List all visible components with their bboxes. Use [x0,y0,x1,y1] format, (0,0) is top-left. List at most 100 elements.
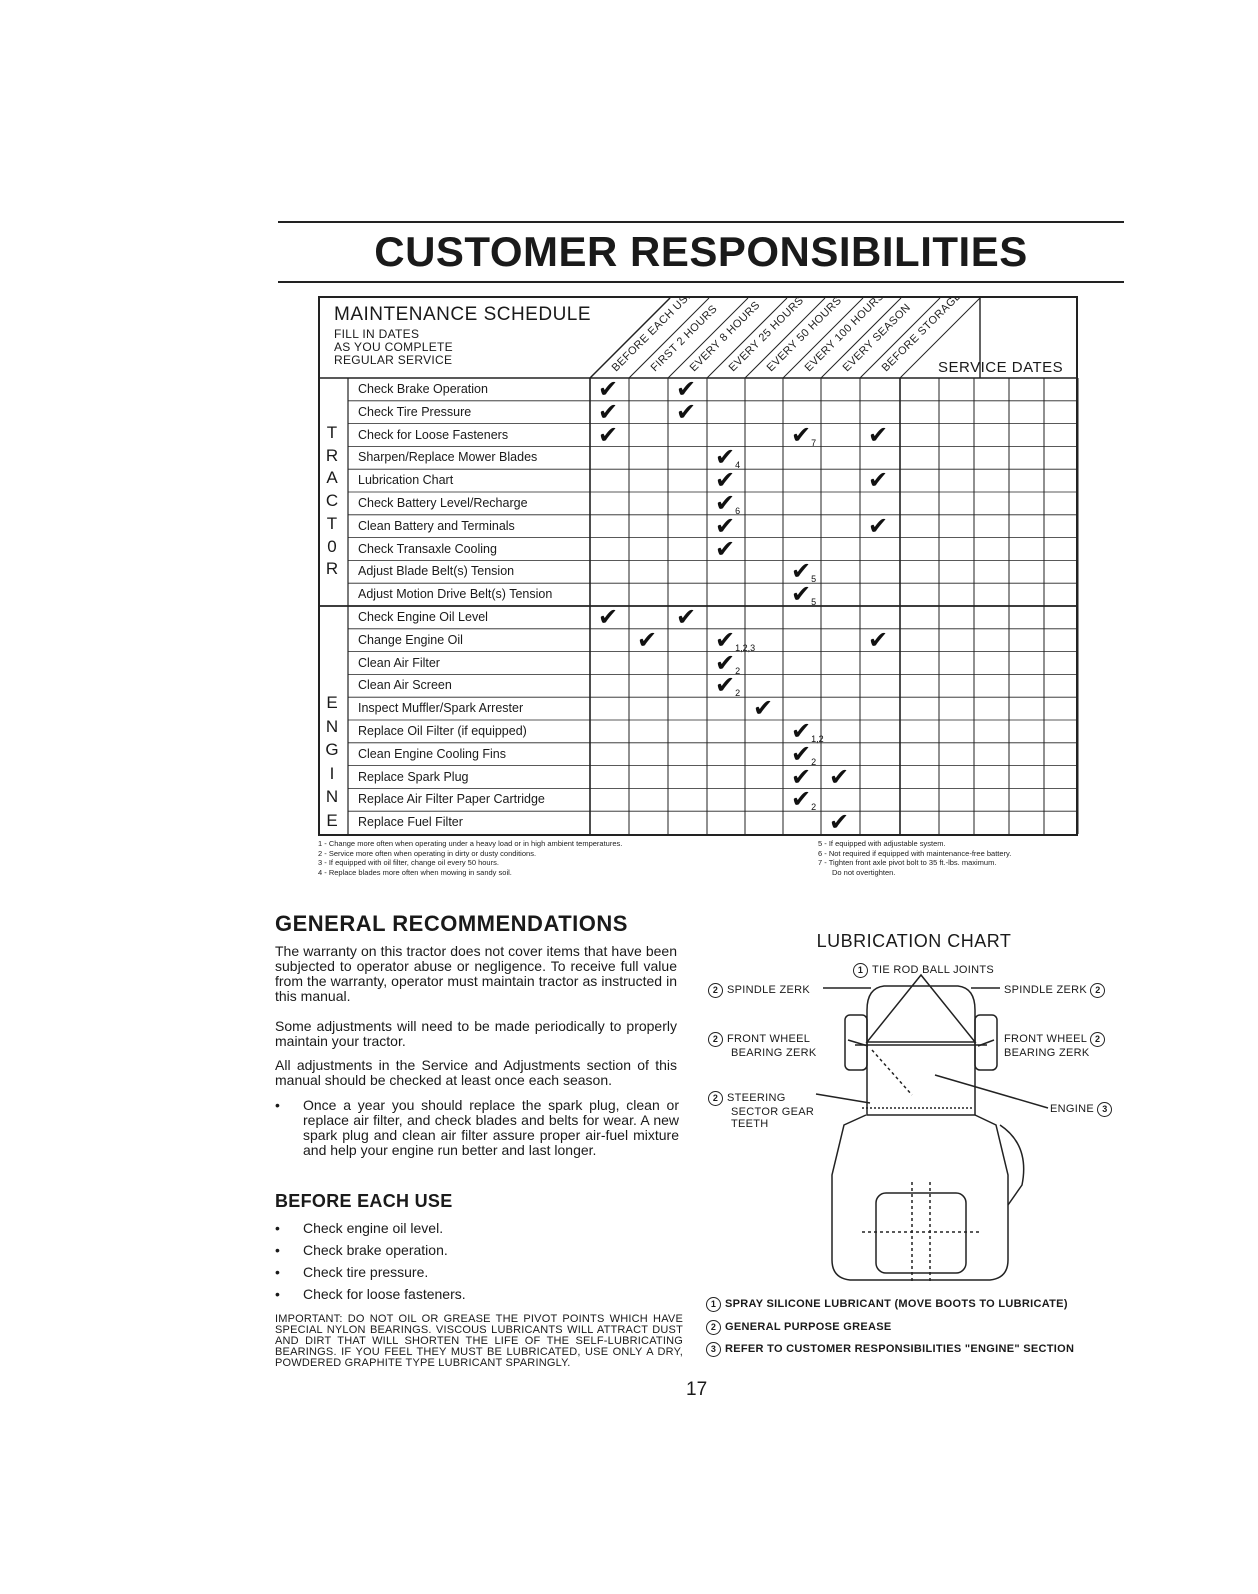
lubrication-chart-title: LUBRICATION CHART [816,931,1012,951]
check-footnote-ref: 5 [811,597,817,608]
page-title: CUSTOMER RESPONSIBILITIES [374,228,1028,275]
check-mark-icon: ✔ [598,604,619,631]
check-mark-icon: ✔ [868,467,889,495]
tractor-group-letter: R [325,559,339,579]
lube-code-2-icon: 2 [1090,983,1106,998]
schedule-row-label: Check for Loose Fasteners [358,427,509,442]
lube-code-1-icon: 1 [853,963,868,978]
schedule-sub-2: AS YOU COMPLETE [334,340,453,354]
schedule-row-label: Change Engine Oil [358,632,463,647]
column-header-label: EVERY SEASON [841,302,914,375]
schedule-row-label: Replace Air Filter Paper Cartridge [358,792,545,807]
check-footnote-ref: 2 [811,756,817,767]
schedule-sub-1: FILL IN DATES [334,327,420,341]
check-mark-icon: ✔ [868,512,889,540]
important-notice: IMPORTANT: DO NOT OIL OR GREASE THE PIVO… [275,1313,683,1369]
schedule-sub-3: REGULAR SERVICE [334,353,453,367]
check-footnote-ref: 4 [735,460,741,471]
lube-code-3-icon: 3 [706,1342,721,1357]
tractor-group-letter: T [326,423,338,442]
general-paragraph-2: Some adjustments will need to be made pe… [275,1018,677,1049]
check-mark-icon: ✔1,2 [791,718,824,745]
footnote-left: 4 - Replace blades more often when mowin… [318,867,512,877]
check-footnote-ref: 5 [811,574,817,585]
lube-code-2-icon: 2 [708,983,723,998]
lube-code-2-icon: 2 [708,1032,723,1047]
column-header-divider [744,298,826,379]
column-header-divider [782,298,864,379]
check-footnote-ref: 1,2,3 [735,642,756,653]
schedule-row-label: Sharpen/Replace Mower Blades [358,450,538,465]
footnote-right: 7 - Tighten front axle pivot bolt to 35 … [818,858,997,867]
check-mark-icon: ✔ [753,695,774,723]
column-header-divider [820,298,902,379]
footnote-right: 5 - If equipped with adjustable system. [818,839,946,848]
check-mark-icon: ✔ [598,421,619,449]
check-mark-icon: ✔ [715,467,736,495]
schedule-row-label: Check Transaxle Cooling [358,541,497,556]
check-footnote-ref: 2 [735,665,741,676]
general-paragraph-3: All adjustments in the Service and Adjus… [275,1057,677,1088]
check-mark-icon: ✔4 [715,444,741,472]
engine-group-letter: G [325,740,339,759]
engine-group-letter: N [325,716,339,736]
spindle-zerk-right-label: SPINDLE ZERK 2 [1004,983,1109,998]
general-recommendations-heading: GENERAL RECOMMENDATIONS [275,911,628,936]
footnote-left: 3 - If equipped with oil filter, change … [318,858,499,867]
check-mark-icon: ✔ [598,398,619,426]
schedule-row-label: Clean Air Screen [358,678,452,693]
check-mark-icon: ✔2 [791,740,817,768]
tractor-group-letter: C [325,491,339,511]
check-footnote-ref: 6 [735,506,741,516]
lube-code-3-icon: 3 [1097,1102,1113,1117]
check-mark-icon: ✔ [868,421,889,449]
schedule-row-label: Replace Oil Filter (if equipped) [358,724,527,738]
footnote-right: Do not overtighten. [832,867,896,877]
check-footnote-ref: 2 [735,688,741,699]
check-mark-icon: ✔7 [791,421,817,449]
check-mark-icon: ✔5 [791,581,817,609]
schedule-row-label: Replace Spark Plug [358,769,469,784]
schedule-row-label: Lubrication Chart [358,473,454,488]
check-mark-icon: ✔ [637,626,658,654]
check-mark-icon: ✔ [791,763,812,791]
schedule-row-label: Replace Fuel Filter [358,815,463,830]
check-mark-icon: ✔6 [715,490,741,517]
before-each-use-heading: BEFORE EACH USE [275,1191,453,1211]
schedule-row-label: Check Tire Pressure [358,404,472,419]
schedule-row-label: Check Engine Oil Level [358,610,488,624]
check-mark-icon: ✔5 [791,558,817,586]
tractor-group-letter: T [326,513,338,533]
tractor-group-letter: 0 [327,536,337,556]
check-mark-icon: ✔ [715,512,736,540]
lube-code-1-icon: 1 [706,1297,721,1312]
footnote-right: 6 - Not required if equipped with mainte… [818,848,1012,858]
check-mark-icon: ✔2 [791,786,817,814]
check-mark-icon: ✔2 [715,649,741,677]
check-mark-icon: ✔ [829,809,850,837]
schedule-row-label: Clean Air Filter [358,655,440,670]
tractor-group-letter: A [326,468,338,488]
check-footnote-ref: 7 [811,437,817,448]
check-mark-icon: ✔ [829,763,850,791]
schedule-row-label: Clean Engine Cooling Fins [358,746,507,761]
column-header-divider [667,298,749,379]
check-mark-icon: ✔ [676,398,697,426]
schedule-row-label: Check Battery Level/Recharge [358,496,528,510]
check-footnote-ref: 2 [811,802,817,813]
column-header-label: FIRST 2 HOURS [649,303,720,374]
service-dates-header: SERVICE DATES [938,359,1064,376]
schedule-row-label: Clean Battery and Terminals [358,518,515,533]
footnote-left: 1 - Change more often when operating und… [318,839,623,848]
check-mark-icon: ✔ [676,376,697,403]
check-mark-icon: ✔ [598,376,619,403]
